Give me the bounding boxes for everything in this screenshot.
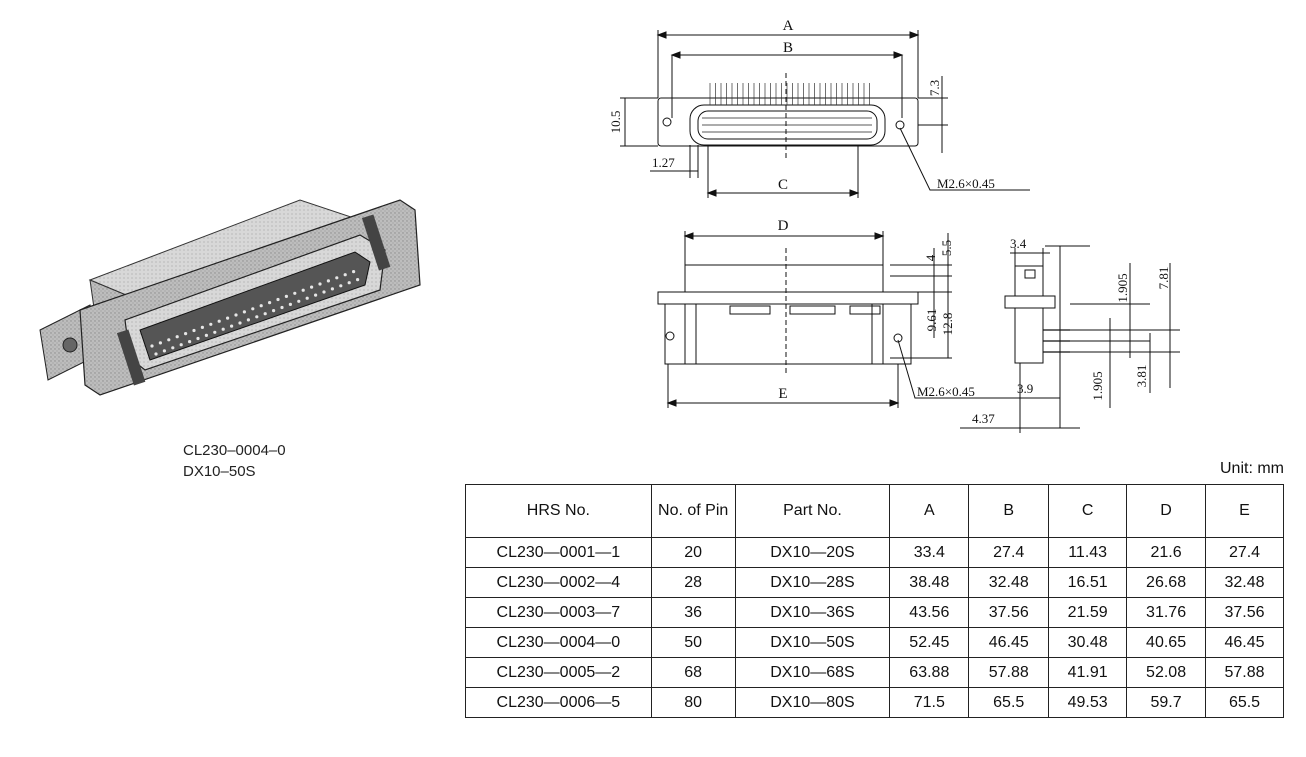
thread-callout-top: M2.6×0.45	[937, 176, 995, 191]
dim-4: 4	[923, 254, 938, 261]
cell-pins: 20	[650, 537, 736, 568]
cell-pins: 80	[650, 687, 736, 718]
dimension-drawing: A B 10.5 7.3 1.27 C M2.6×0.45 D	[608, 18, 1180, 433]
col-header-e: E	[1205, 484, 1284, 538]
cell-c: 41.91	[1048, 657, 1128, 688]
cell-part-no: DX10—36S	[734, 597, 891, 628]
col-header-c: C	[1048, 484, 1128, 538]
cell-e: 27.4	[1205, 537, 1284, 568]
cell-b: 57.88	[968, 657, 1050, 688]
col-header-hrs-no: HRS No.	[465, 484, 652, 538]
table-row: CL230—0003—7 36 DX10—36S 43.56 37.56 21.…	[465, 597, 1284, 628]
cell-a: 52.45	[889, 627, 970, 658]
caption-part-number: DX10–50S	[183, 463, 256, 480]
cell-e: 32.48	[1205, 567, 1284, 598]
col-header-d: D	[1126, 484, 1207, 538]
cell-d: 31.76	[1126, 597, 1207, 628]
cell-part-no: DX10—80S	[734, 687, 891, 718]
table-row: CL230—0006—5 80 DX10—80S 71.5 65.5 49.53…	[465, 687, 1284, 718]
cell-c: 30.48	[1048, 627, 1128, 658]
col-header-no-of-pin: No. of Pin	[650, 484, 736, 538]
cell-part-no: DX10—28S	[734, 567, 891, 598]
cell-hrs-no: CL230—0005—2	[465, 657, 652, 688]
cell-hrs-no: CL230—0002—4	[465, 567, 652, 598]
cell-hrs-no: CL230—0001—1	[465, 537, 652, 568]
col-header-b: B	[968, 484, 1050, 538]
dim-3-81: 3.81	[1134, 365, 1149, 388]
cell-hrs-no: CL230—0006—5	[465, 687, 652, 718]
cell-d: 26.68	[1126, 567, 1207, 598]
cell-d: 21.6	[1126, 537, 1207, 568]
cell-a: 43.56	[889, 597, 970, 628]
cell-e: 65.5	[1205, 687, 1284, 718]
dim-1-27: 1.27	[652, 155, 675, 170]
label-A: A	[783, 18, 794, 34]
cell-d: 52.08	[1126, 657, 1207, 688]
cell-hrs-no: CL230—0003—7	[465, 597, 652, 628]
cell-a: 33.4	[889, 537, 970, 568]
cell-a: 38.48	[889, 567, 970, 598]
cell-d: 59.7	[1126, 687, 1207, 718]
cell-b: 37.56	[968, 597, 1050, 628]
thread-callout-front: M2.6×0.45	[917, 384, 975, 399]
caption-hrs-number: CL230–0004–0	[183, 442, 286, 459]
cell-b: 27.4	[968, 537, 1050, 568]
dim-3-4: 3.4	[1010, 236, 1027, 251]
cell-part-no: DX10—20S	[734, 537, 891, 568]
cell-c: 11.43	[1048, 537, 1128, 568]
table-header-row: HRS No. No. of Pin Part No. A B C D E	[465, 484, 1284, 538]
cell-b: 46.45	[968, 627, 1050, 658]
cell-e: 57.88	[1205, 657, 1284, 688]
connector-photo	[39, 199, 421, 396]
cell-pins: 68	[650, 657, 736, 688]
photo-caption: CL230–0004–0 DX10–50S	[183, 440, 286, 482]
dim-5-5: 5.5	[939, 240, 954, 256]
dim-1-905-lower: 1.905	[1090, 371, 1105, 400]
cell-a: 71.5	[889, 687, 970, 718]
dim-1-905-upper: 1.905	[1115, 273, 1130, 302]
label-E: E	[778, 386, 787, 402]
cell-hrs-no: CL230—0004—0	[465, 627, 652, 658]
cell-part-no: DX10—50S	[734, 627, 891, 658]
label-D: D	[778, 218, 789, 234]
dim-10-5: 10.5	[608, 111, 623, 134]
dimension-table: HRS No. No. of Pin Part No. A B C D E CL…	[465, 484, 1284, 718]
cell-e: 46.45	[1205, 627, 1284, 658]
table-row: CL230—0001—1 20 DX10—20S 33.4 27.4 11.43…	[465, 537, 1284, 568]
dim-7-81: 7.81	[1156, 267, 1171, 290]
cell-e: 37.56	[1205, 597, 1284, 628]
cell-b: 32.48	[968, 567, 1050, 598]
cell-c: 16.51	[1048, 567, 1128, 598]
col-header-a: A	[889, 484, 970, 538]
table-row: CL230—0004—0 50 DX10—50S 52.45 46.45 30.…	[465, 627, 1284, 658]
dim-3-9: 3.9	[1017, 381, 1033, 396]
cell-b: 65.5	[968, 687, 1050, 718]
cell-c: 21.59	[1048, 597, 1128, 628]
cell-pins: 28	[650, 567, 736, 598]
dim-12-8: 12.8	[940, 313, 955, 336]
table-row: CL230—0005—2 68 DX10—68S 63.88 57.88 41.…	[465, 657, 1284, 688]
col-header-part-no: Part No.	[734, 484, 891, 538]
cell-pins: 50	[650, 627, 736, 658]
cell-d: 40.65	[1126, 627, 1207, 658]
cell-pins: 36	[650, 597, 736, 628]
dim-4-37: 4.37	[972, 411, 995, 426]
label-C: C	[778, 177, 788, 193]
unit-note: Unit: mm	[1220, 460, 1284, 477]
table-row: CL230—0002—4 28 DX10—28S 38.48 32.48 16.…	[465, 567, 1284, 598]
cell-part-no: DX10—68S	[734, 657, 891, 688]
cell-c: 49.53	[1048, 687, 1128, 718]
label-B: B	[783, 40, 793, 56]
cell-a: 63.88	[889, 657, 970, 688]
dim-7-3: 7.3	[927, 80, 942, 96]
dim-9-61: 9.61	[924, 309, 939, 332]
